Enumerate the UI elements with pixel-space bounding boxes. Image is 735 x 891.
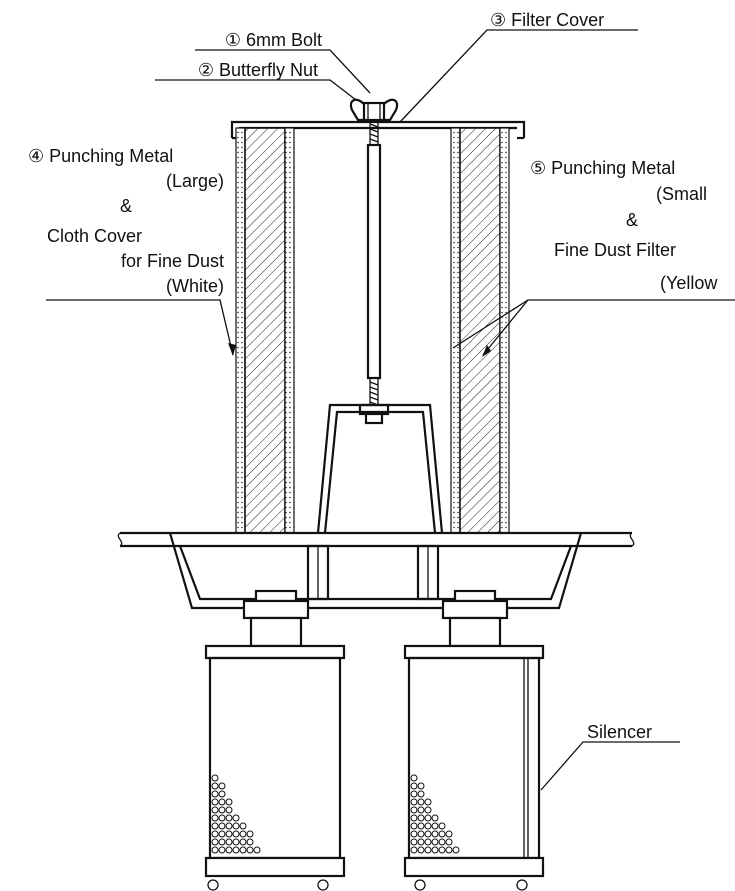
label-filter-cover: ③ Filter Cover (490, 10, 604, 30)
label-punching-small-3: & (626, 210, 638, 230)
inner-bracket (316, 403, 444, 534)
leader-punching-large-arrow (228, 343, 236, 356)
left-filter-wall (235, 127, 295, 534)
labels: ① 6mm Bolt ② Butterfly Nut ③ Filter Cove… (28, 10, 718, 742)
butterfly-nut (349, 98, 399, 122)
label-silencer: Silencer (587, 722, 652, 742)
silencer-right-perforations (410, 774, 460, 854)
label-punching-large-6: (White) (166, 276, 224, 296)
silencer-right-feet (414, 879, 528, 891)
bolt-rod (358, 110, 390, 425)
label-bolt: ① 6mm Bolt (225, 30, 322, 50)
label-punching-large-5: for Fine Dust (121, 251, 224, 271)
label-punching-large-1: ④ Punching Metal (28, 146, 173, 166)
label-punching-small-1: ⑤ Punching Metal (530, 158, 675, 178)
leader-silencer (540, 741, 680, 791)
label-punching-large-2: (Large) (166, 171, 224, 191)
leader-punching-small-branch (482, 299, 529, 356)
label-butterfly-nut: ② Butterfly Nut (198, 60, 318, 80)
leader-butterfly-nut (155, 79, 357, 101)
label-punching-small-4: Fine Dust Filter (554, 240, 676, 260)
base-plate (117, 531, 635, 548)
leader-bolt (195, 49, 371, 94)
silencer-right (403, 589, 545, 891)
silencer-left-perforations (211, 774, 261, 854)
leader-filter-cover (399, 29, 638, 123)
silencer-left-feet (207, 879, 329, 891)
leader-lines (46, 29, 735, 791)
label-punching-small-2: (Small (656, 184, 707, 204)
label-punching-large-4: Cloth Cover (47, 226, 142, 246)
hopper (168, 532, 583, 610)
label-punching-small-5: (Yellow (660, 273, 718, 293)
leader-punching-large (46, 299, 234, 356)
leader-punching-small-arrow (482, 345, 491, 357)
right-filter-wall (450, 127, 510, 534)
silencer-left (204, 589, 346, 891)
label-punching-large-3: & (120, 196, 132, 216)
